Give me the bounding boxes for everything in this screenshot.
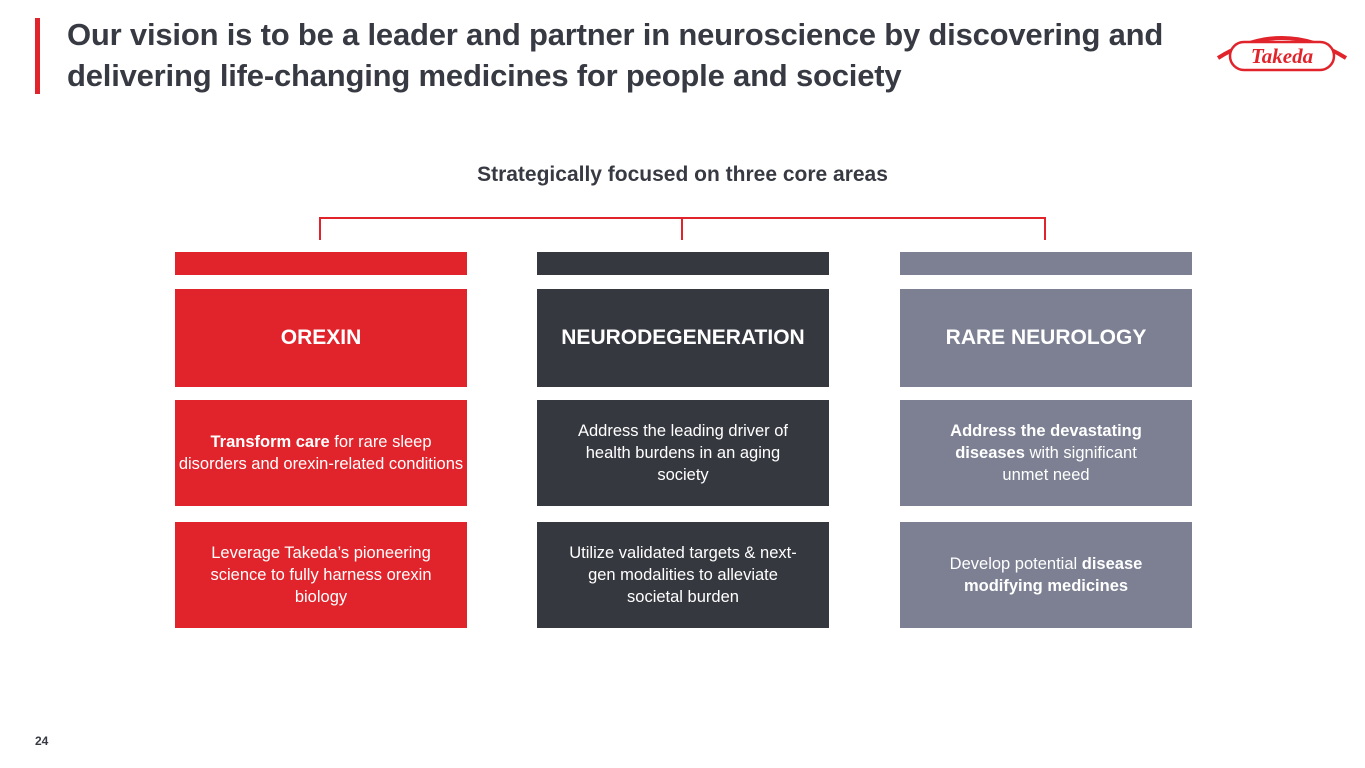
area-goal-box: Transform care for rare sleep disorders … [175,400,467,506]
section-subtitle: Strategically focused on three core area… [477,163,888,186]
area-heading: OREXIN [175,289,467,387]
column-cap [175,252,467,275]
area-approach-box: Develop potential disease modifying medi… [900,522,1192,628]
area-goal-box: Address the leading driver of health bur… [537,400,829,506]
takeda-logo: Takeda [1216,36,1348,72]
page-title: Our vision is to be a leader and partner… [67,17,1164,93]
column-cap [900,252,1192,275]
column-cap [537,252,829,275]
area-heading: NEURODEGENERATION [537,289,829,387]
area-approach-box: Leverage Takeda’s pioneering science to … [175,522,467,628]
area-approach-box: Utilize validated targets & next-gen mod… [537,522,829,628]
logo-text: Takeda [1251,44,1313,68]
area-heading: RARE NEUROLOGY [900,289,1192,387]
title-accent-bar [35,18,40,94]
page-number: 24 [35,734,49,748]
area-goal-box: Address the devastating diseases with si… [900,400,1192,506]
connector-bracket [319,217,1046,240]
